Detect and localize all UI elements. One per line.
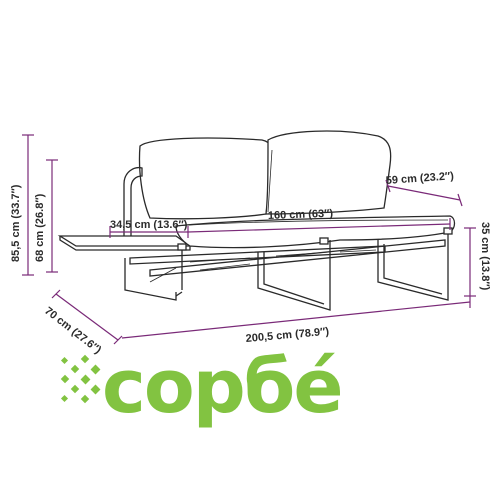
frame-rail-back [149, 239, 446, 277]
back-cushion-left [138, 137, 274, 220]
label-armrest-width: 34,5 cm (13.6″) [110, 219, 188, 231]
armrest [123, 166, 143, 236]
label-seat-width: 160 cm (63″) [268, 208, 334, 222]
label-height-total: 85,5 cm (33.7″) [10, 184, 22, 262]
cushion-seam [267, 149, 273, 213]
bracket-right [443, 227, 453, 235]
brand-logo: сорбé [60, 344, 344, 430]
leg-left-back [175, 250, 183, 297]
bracket-middle [319, 237, 329, 245]
side-table-edge [59, 236, 191, 251]
bracket-left [177, 243, 187, 251]
dimension-labels: 85,5 cm (33.7″) 68 cm (26.8″) 59 cm (23.… [10, 170, 491, 356]
back-cushion-right [265, 130, 392, 215]
sofa-outline [57, 130, 456, 311]
label-depth-total: 70 cm (27.6″) [42, 305, 103, 357]
brand-name: сорбé [102, 344, 342, 430]
dimension-lines [22, 134, 476, 345]
seat-cushion-top-edge [175, 219, 449, 227]
logo-dot-pattern [60, 354, 101, 404]
label-width-total: 200,5 cm (78.9″) [245, 326, 330, 345]
seat-cushion [175, 215, 456, 249]
label-seat-depth: 59 cm (23.2″) [385, 170, 454, 187]
slats [149, 249, 377, 283]
label-height-back: 68 cm (26.8″) [34, 193, 46, 262]
leg-middle [257, 240, 331, 311]
side-table-top [57, 235, 193, 247]
depth-total-line [55, 293, 119, 341]
width-total-line [121, 301, 471, 339]
label-seat-height: 35 cm (13.8″) [479, 222, 491, 291]
leg-right [377, 232, 449, 301]
seat-width-line [187, 223, 451, 233]
seat-depth-line [387, 185, 461, 201]
